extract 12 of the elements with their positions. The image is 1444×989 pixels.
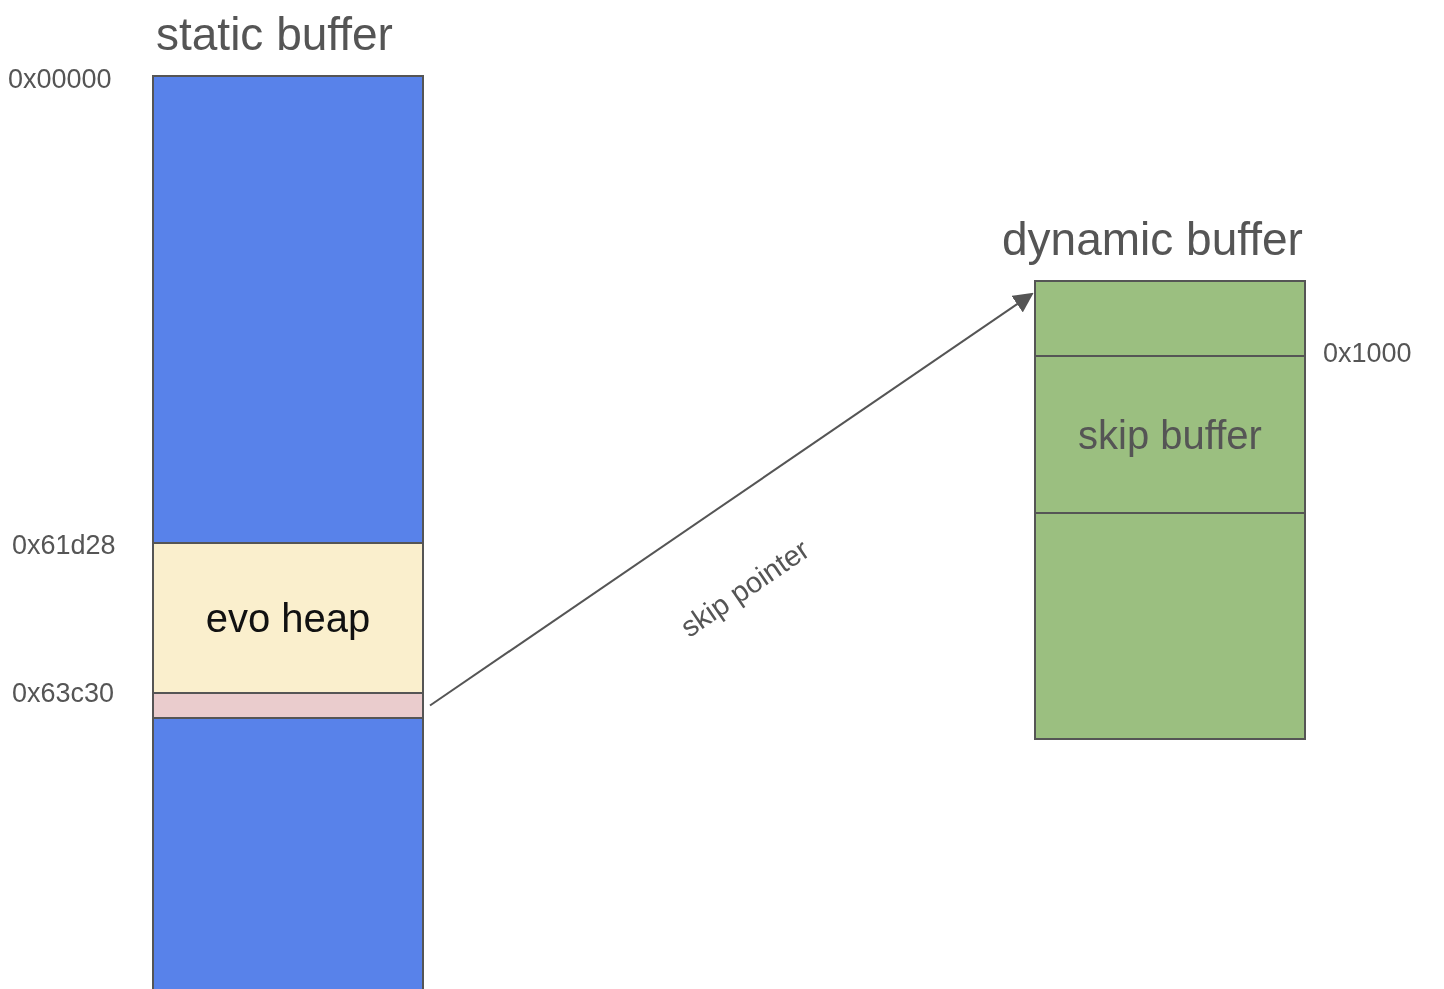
region-label: evo heap	[204, 596, 372, 641]
pointer-slot	[152, 692, 424, 719]
address-label: 0x61d28	[12, 530, 116, 561]
address-label: 0x00000	[8, 64, 112, 95]
buffer-heading: dynamic buffer	[1002, 212, 1303, 266]
memory-region	[1034, 355, 1306, 514]
address-label: 0x1000	[1323, 338, 1412, 369]
arrow	[429, 292, 1034, 707]
region-label: skip buffer	[1077, 413, 1263, 458]
memory-region	[152, 542, 424, 694]
address-label: 0x63c30	[12, 678, 115, 709]
buffer-heading: static buffer	[156, 7, 393, 61]
